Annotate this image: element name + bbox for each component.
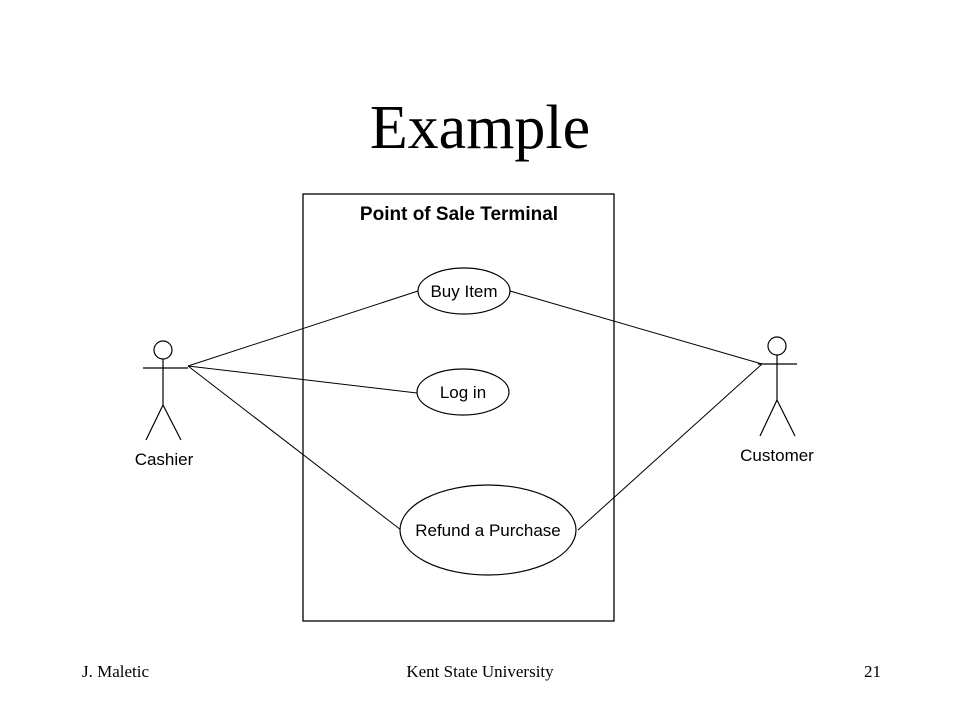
system-boundary-label: Point of Sale Terminal [360, 204, 558, 225]
use-case-label: Refund a Purchase [415, 521, 561, 540]
actor-left-leg [759, 399, 778, 437]
footer-author: J. Maletic [82, 662, 150, 681]
use-case-buy-item: Buy Item [417, 267, 511, 315]
associations [187, 290, 763, 531]
association-cashier-buy-item [187, 290, 419, 367]
use-case-label: Buy Item [430, 282, 497, 301]
use-case-ellipse [417, 267, 511, 315]
actor-right-leg [162, 404, 182, 441]
association-customer-refund-purchase [577, 363, 763, 531]
actor-customer [758, 336, 797, 437]
slide-title: Example [369, 94, 591, 162]
system-boundary [302, 193, 615, 622]
use-case-refund-purchase: Refund a Purchase [399, 484, 577, 576]
actor-head [153, 340, 173, 360]
actor-left-leg [145, 404, 164, 441]
use-case-ellipse [399, 484, 577, 576]
actor-label-cashier: Cashier [135, 450, 194, 469]
association-customer-buy-item [509, 290, 763, 365]
use-case-ellipse [416, 368, 510, 416]
actor-head [767, 336, 787, 356]
footer-page-number: 21 [864, 662, 881, 681]
use-case-label: Log in [440, 383, 486, 402]
actor-right-leg [776, 399, 796, 437]
use-case-log-in: Log in [416, 368, 510, 416]
actor-label-customer: Customer [740, 446, 814, 465]
association-cashier-log-in [187, 365, 418, 394]
association-cashier-refund-purchase [187, 365, 402, 531]
footer-institution: Kent State University [406, 662, 554, 681]
actor-cashier [143, 340, 188, 441]
